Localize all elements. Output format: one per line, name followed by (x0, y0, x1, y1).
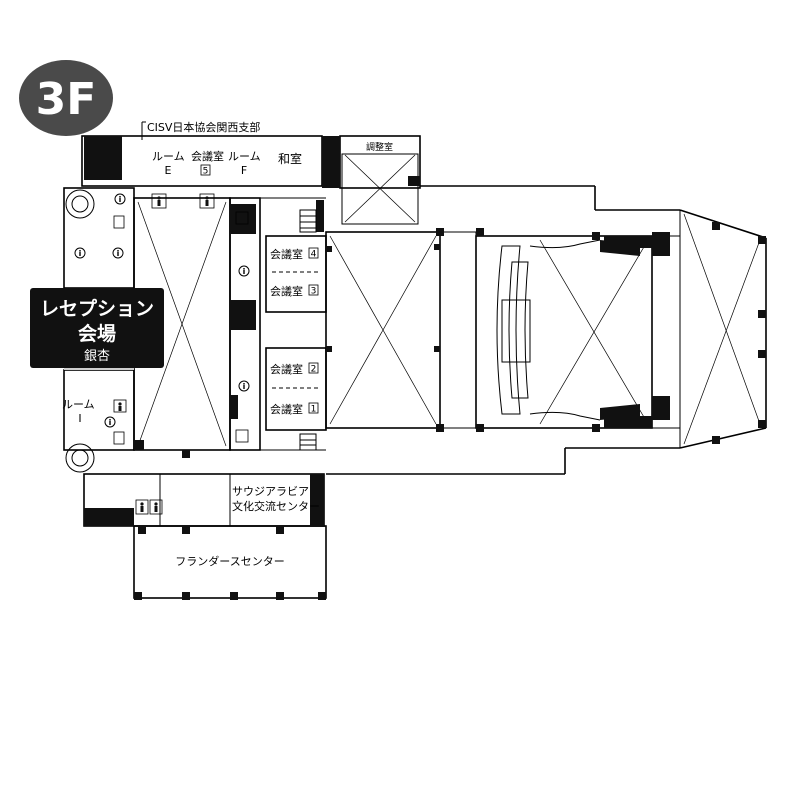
reception-subtitle: 銀杏 (84, 349, 110, 364)
room-labels: CISV日本協会関西支部 ルーム E 会議室 5 ルーム F 和室 調整室 会議… (62, 120, 393, 568)
info-icons: i i i i i i (74, 193, 250, 428)
info-icon: i (104, 416, 116, 428)
floor-label: 3F (36, 74, 97, 125)
structural-blocks (84, 136, 766, 600)
label-kaigi5-num: 5 (203, 167, 209, 177)
reception-area[interactable]: レセプション 会場 銀杏 (30, 288, 164, 368)
restroom-icon (151, 193, 167, 209)
room-e[interactable]: ルーム E (152, 150, 185, 177)
theater-seating (496, 239, 640, 421)
label-room-f-2: F (241, 164, 247, 177)
elevator-icon (235, 211, 249, 225)
reception-title-1: レセプション (40, 297, 154, 320)
restroom-icon (135, 499, 149, 515)
floor-badge: 3F (19, 60, 113, 136)
svg-text:i: i (243, 382, 246, 391)
void-markers (137, 154, 761, 447)
label-flanders: フランダースセンター (175, 554, 284, 568)
svg-text:i: i (79, 249, 82, 258)
meeting-room-3[interactable]: 会議室 3 (270, 284, 319, 298)
floor-badge-shape (19, 60, 113, 136)
info-icon: i (112, 247, 124, 259)
building-walls (63, 135, 767, 599)
svg-text:i: i (117, 249, 120, 258)
restroom-icons (113, 193, 215, 515)
label-room-e-2: E (165, 164, 172, 177)
label-cisv: CISV日本協会関西支部 (147, 120, 260, 134)
label-kaigi2-num: 2 (311, 365, 317, 375)
info-icon: i (74, 247, 86, 259)
control-room[interactable]: 調整室 (366, 141, 393, 153)
label-kaigi1: 会議室 (270, 402, 303, 416)
restroom-icon (113, 399, 127, 413)
label-chosei: 調整室 (366, 141, 393, 153)
restroom-icon (149, 499, 163, 515)
label-kaigi3: 会議室 (270, 284, 303, 298)
meeting-room-5[interactable]: 会議室 5 (191, 149, 224, 177)
svg-text:i: i (243, 267, 246, 276)
label-saudi-2: 文化交流センター (232, 499, 320, 513)
control-room-box (341, 153, 419, 225)
elevator-icon (113, 215, 125, 229)
info-icon: i (238, 265, 250, 277)
label-room-i-2: I (78, 412, 81, 425)
restroom-icon (199, 193, 215, 209)
svg-text:i: i (109, 418, 112, 427)
info-icon: i (114, 193, 126, 205)
label-kaigi2: 会議室 (270, 362, 303, 376)
washitsu-room[interactable]: 和室 (278, 151, 302, 166)
saudi-center[interactable]: サウジアラビア 文化交流センター (232, 485, 320, 513)
label-room-f-1: ルーム (228, 150, 261, 163)
label-kaigi5: 会議室 (191, 149, 224, 163)
elevator-icon (235, 429, 249, 443)
flanders-center[interactable]: フランダースセンター (175, 554, 284, 568)
label-room-e-1: ルーム (152, 150, 185, 163)
svg-text:i: i (119, 195, 122, 204)
reception-title-2: 会場 (78, 322, 116, 345)
meeting-room-2[interactable]: 会議室 2 (270, 362, 319, 376)
stairs (65, 189, 317, 473)
label-washitsu: 和室 (278, 151, 302, 166)
meeting-room-4[interactable]: 会議室 4 (270, 247, 319, 261)
label-room-i-1: ルーム (62, 398, 95, 411)
label-kaigi4: 会議室 (270, 247, 303, 261)
label-saudi-1: サウジアラビア (232, 485, 309, 498)
info-icon: i (238, 380, 250, 392)
room-i[interactable]: ルーム I (62, 398, 95, 425)
label-kaigi1-num: 1 (311, 405, 317, 415)
label-kaigi3-num: 3 (311, 287, 317, 297)
elevator-icon (113, 431, 125, 445)
room-f[interactable]: ルーム F (228, 150, 261, 177)
reception-label-box (30, 288, 164, 368)
elevator-icons (113, 211, 249, 445)
label-kaigi4-num: 4 (311, 250, 317, 260)
meeting-room-1[interactable]: 会議室 1 (270, 402, 319, 416)
